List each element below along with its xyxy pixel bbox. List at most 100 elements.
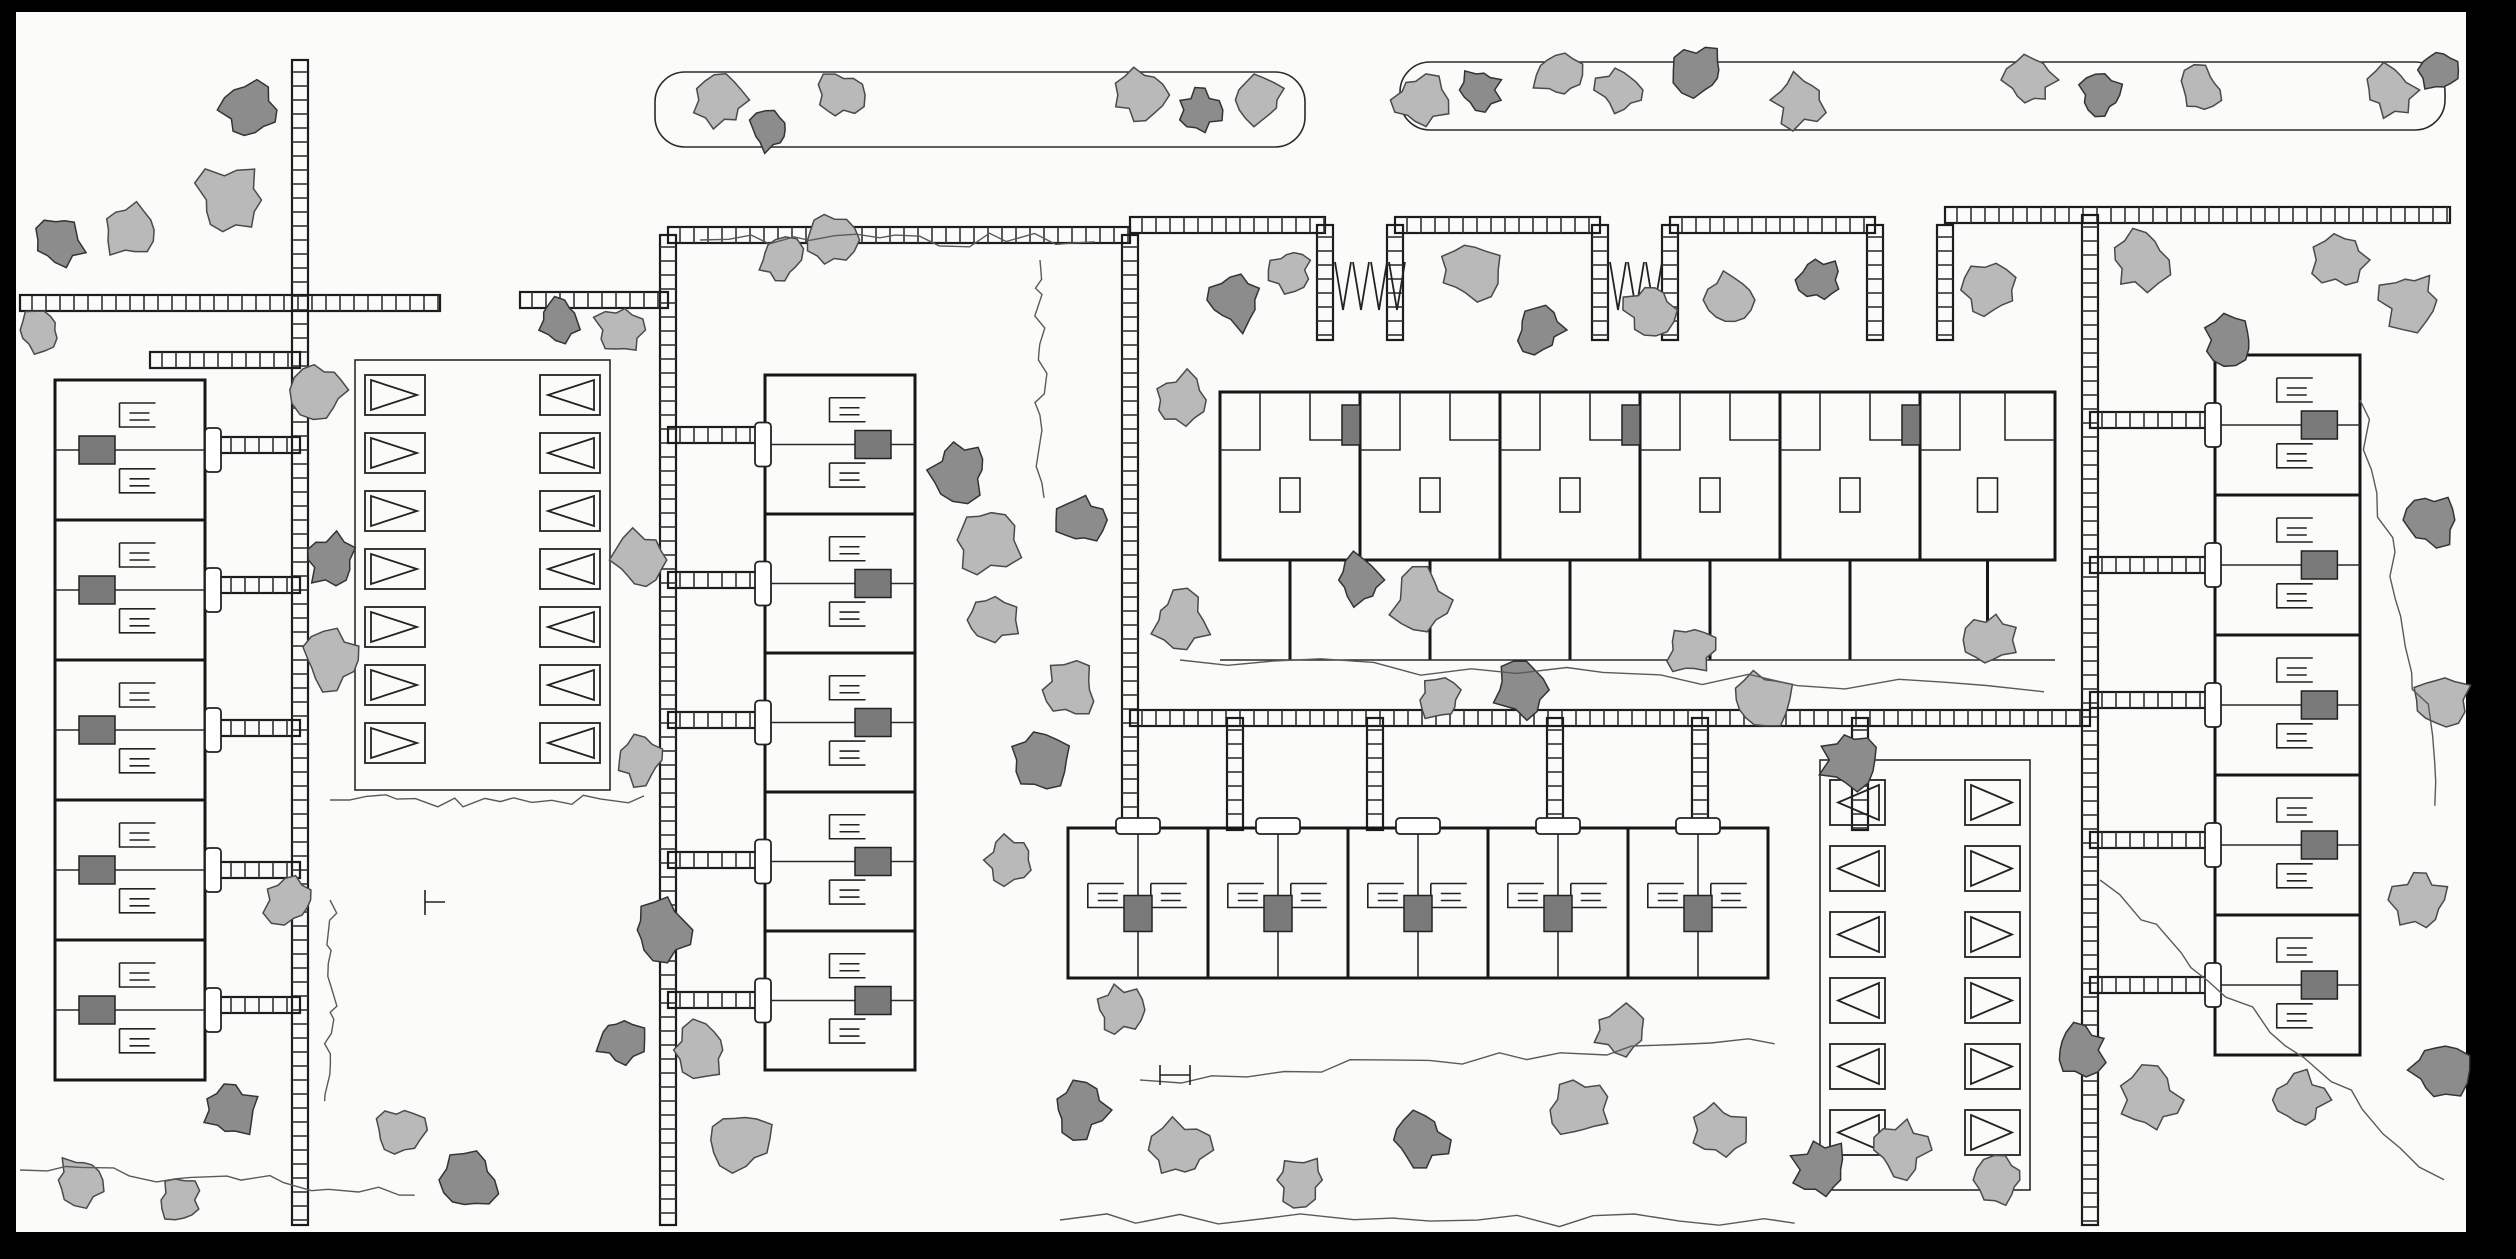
tree-icon	[1010, 731, 1071, 790]
closet-icon	[1699, 477, 1721, 513]
apartment-unit	[1087, 817, 1187, 978]
bath-fixture-icon	[828, 601, 866, 627]
apartment-unit	[2204, 493, 2360, 609]
stair-core-icon	[854, 707, 892, 738]
bath-fixture-icon	[828, 879, 866, 905]
tree-icon	[1532, 52, 1584, 95]
parking-stall-icon	[1334, 261, 1352, 311]
parking-stall-outline	[364, 722, 426, 764]
bath-fixture-icon	[118, 468, 156, 494]
closet-icon	[1976, 477, 1999, 513]
stair-core-icon	[2300, 550, 2339, 580]
tree-icon	[1959, 262, 2017, 318]
parking-stall-icon	[364, 606, 426, 648]
tree-icon	[1817, 733, 1877, 793]
walkway-edge	[1935, 223, 1955, 342]
bath-fixture-icon	[828, 952, 866, 979]
tree-icon	[1337, 550, 1386, 609]
stair-core-icon	[2300, 410, 2339, 440]
bath-fixture-icon	[2275, 723, 2313, 749]
stall-arrow	[1835, 915, 1880, 954]
parking-stall-outline	[1829, 977, 1886, 1024]
stair-core-icon	[78, 715, 116, 745]
parking-stall-outline	[364, 606, 426, 648]
bath-fixture-icon	[2275, 937, 2313, 963]
tree-icon	[1872, 1117, 1933, 1182]
entry-porch-icon	[754, 699, 772, 746]
parking-stall-outline	[1964, 1043, 2021, 1090]
bath-fixture-icon	[2275, 863, 2313, 889]
shrub-icon	[1139, 1038, 1775, 1084]
stall-arrow	[370, 668, 420, 702]
parking-stall-icon	[539, 722, 601, 764]
stall-arrow	[1970, 783, 2015, 822]
tree-icon	[966, 595, 1020, 644]
walkway-edge	[2080, 213, 2100, 1227]
stall-arrow	[1835, 1047, 1880, 1086]
tree-icon	[2366, 61, 2421, 120]
bath-fixture-icon	[2275, 443, 2313, 469]
stall-arrow	[1970, 849, 2015, 888]
walkway	[1660, 223, 1680, 342]
apartment-unit	[2204, 633, 2360, 749]
block-east	[2204, 353, 2362, 1057]
entry-porch-icon	[1255, 817, 1301, 835]
tree-icon	[925, 441, 984, 505]
bath-fixture-icon	[1367, 882, 1404, 909]
walkway	[518, 290, 670, 310]
tree-icon	[1178, 86, 1224, 134]
walkway	[1365, 716, 1385, 832]
tree-icon	[1492, 660, 1551, 722]
tree-icon	[2406, 1045, 2471, 1098]
parking-stall-icon	[364, 490, 426, 532]
bath-fixture-icon	[118, 962, 156, 988]
parking-stall-outline	[364, 664, 426, 706]
block-north	[1218, 390, 2057, 661]
walkway	[18, 293, 442, 313]
parking-stall-outline	[1964, 911, 2021, 958]
tree-icon	[1516, 304, 1569, 356]
tree-icon	[2271, 1068, 2333, 1126]
interior-wall	[1360, 392, 1500, 451]
stair-core-icon	[78, 855, 116, 885]
parking-stall-outline	[1829, 1043, 1886, 1090]
tree-icon	[1041, 659, 1095, 715]
bath-fixture-icon	[118, 402, 156, 428]
tree-icon	[1267, 251, 1312, 295]
tree-icon	[608, 526, 668, 588]
tree-icon	[1592, 67, 1644, 115]
parking-stall-icon	[1964, 911, 2021, 958]
stair-core-icon	[2300, 970, 2339, 1000]
walkway	[1315, 223, 1335, 342]
bath-fixture-icon	[118, 888, 156, 914]
stall-arrow	[545, 726, 595, 760]
stair-core-icon	[854, 846, 892, 877]
stall-arrow	[1970, 915, 2015, 954]
closet-icon	[1279, 477, 1301, 513]
bath-fixture-icon	[2275, 1003, 2313, 1029]
block-west	[53, 378, 222, 1082]
stall-arrow	[370, 552, 420, 586]
walkway	[1935, 223, 1955, 342]
stall-arrow	[1970, 1113, 2015, 1152]
entry-porch-icon	[1535, 817, 1581, 835]
parking-stall-icon	[1829, 1043, 1886, 1090]
parking-stall-icon	[1964, 1109, 2021, 1156]
tree-icon	[592, 307, 647, 351]
tree-icon	[193, 168, 263, 233]
parking-stall-icon	[1829, 845, 1886, 892]
parking-stall-icon	[539, 432, 601, 474]
apartment-unit	[754, 396, 915, 488]
bath-fixture-icon	[1087, 882, 1124, 909]
parking-stall-icon	[539, 490, 601, 532]
stair-core-icon	[1683, 894, 1713, 933]
walkway-edge	[18, 293, 442, 313]
tree-icon	[1768, 70, 1828, 132]
closet-icon	[1839, 477, 1861, 513]
interior-wall	[1920, 392, 2055, 451]
bath-fixture-icon	[828, 1018, 866, 1044]
bath-fixture-icon	[828, 740, 866, 766]
tree-icon	[307, 529, 357, 587]
parking-stall-outline	[364, 374, 426, 416]
apartment-unit	[55, 798, 222, 914]
